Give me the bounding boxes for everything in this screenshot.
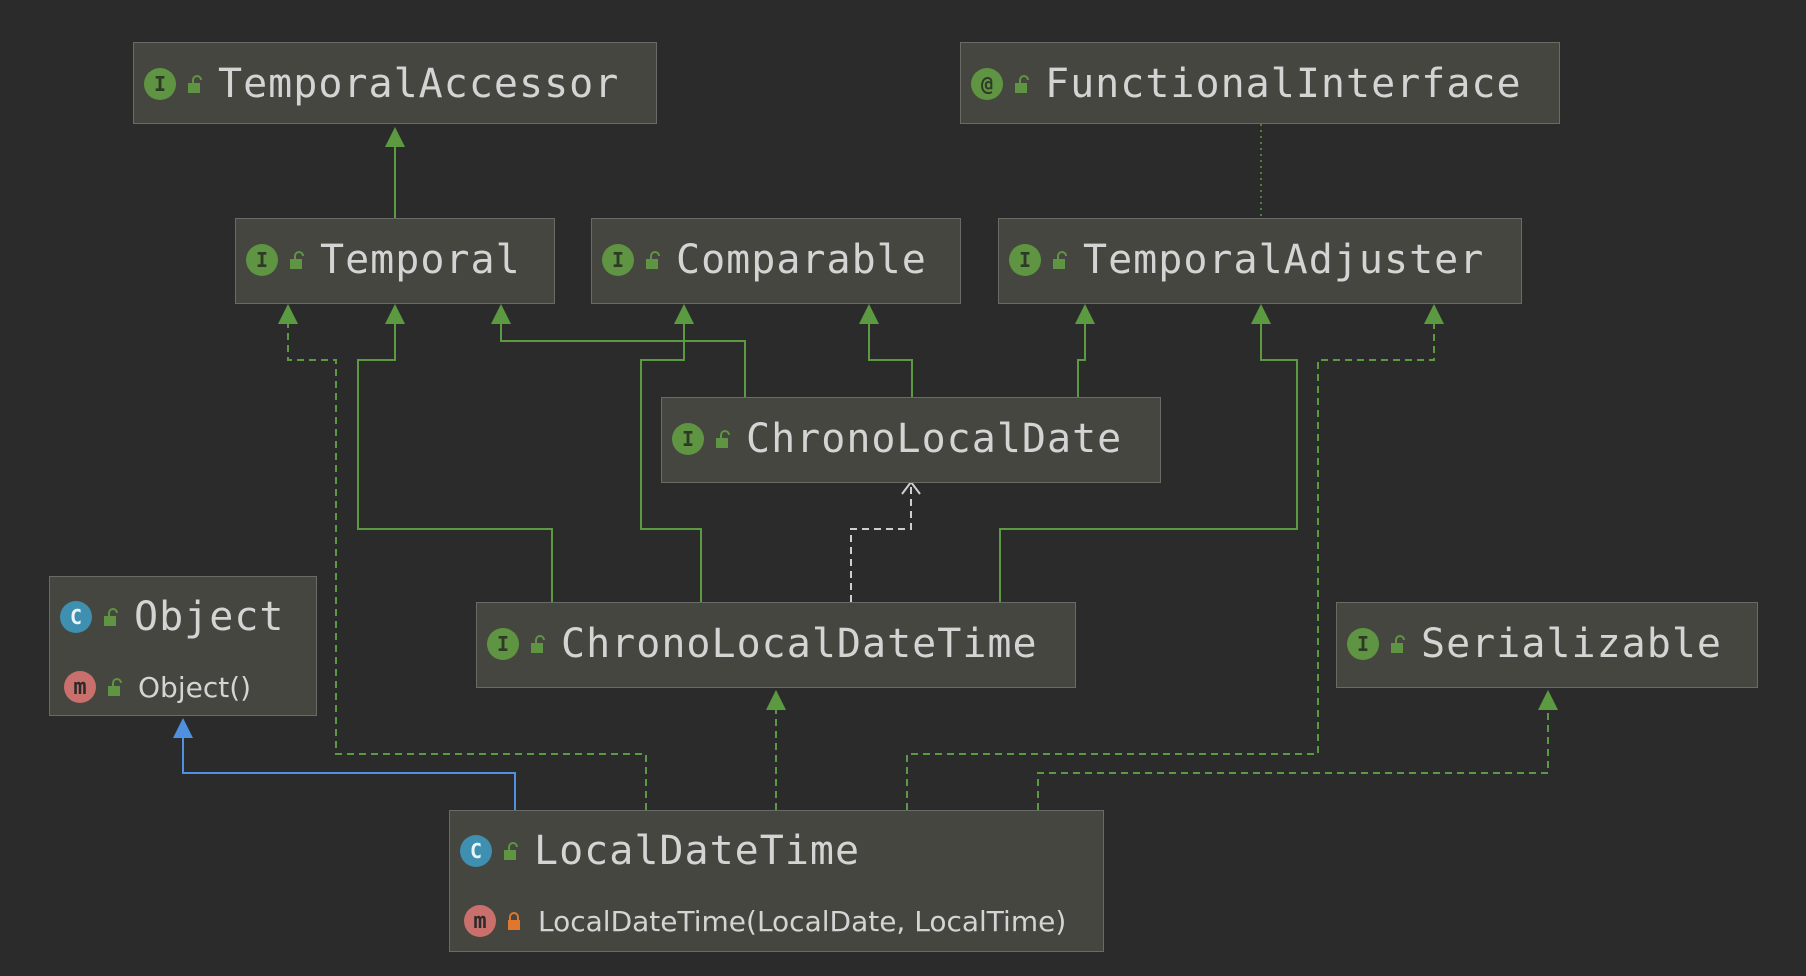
public-unlock-icon xyxy=(531,635,545,653)
public-unlock-icon xyxy=(104,608,118,626)
public-unlock-icon xyxy=(1015,75,1029,93)
node-title: Comparable xyxy=(676,237,927,283)
node-serializable[interactable]: I Serializable xyxy=(1336,602,1758,688)
arrowhead-temporalaccessor xyxy=(385,127,405,147)
public-unlock-icon xyxy=(716,430,730,448)
public-unlock-icon xyxy=(504,842,518,860)
node-functionalinterface[interactable]: @ FunctionalInterface xyxy=(960,42,1560,124)
node-chronolocaldatetime[interactable]: I ChronoLocalDateTime xyxy=(476,602,1076,688)
arrowhead-serializable xyxy=(1538,690,1558,710)
edge-chronolocaldatetime-extends-temporal xyxy=(357,322,553,602)
node-title: TemporalAccessor xyxy=(218,61,620,107)
node-temporalaccessor[interactable]: I TemporalAccessor xyxy=(133,42,657,124)
edge-chronolocaldate-extends-comparable xyxy=(868,322,913,397)
arrowhead-chronolocaldatetime xyxy=(766,690,786,710)
arrowhead-temporal-mid xyxy=(385,304,405,324)
edge-localdatetime-implements-temporal xyxy=(287,322,647,810)
method-name: LocalDateTime(LocalDate, LocalTime) xyxy=(538,904,1067,938)
public-unlock-icon xyxy=(188,75,202,93)
public-unlock-icon xyxy=(646,251,660,269)
node-title: Serializable xyxy=(1421,621,1722,667)
arrowhead-temporal-left xyxy=(278,304,298,324)
edge-chronolocaldate-extends-temporaladjuster xyxy=(1077,322,1086,397)
arrowhead-temporaladjuster-right xyxy=(1424,304,1444,324)
method-icon: m xyxy=(64,671,96,703)
interface-icon: I xyxy=(144,68,176,100)
node-title: ChronoLocalDateTime xyxy=(561,621,1038,667)
public-unlock-icon xyxy=(1053,251,1067,269)
node-localdatetime[interactable]: C LocalDateTime m LocalDateTime(LocalDat… xyxy=(449,810,1104,952)
annotation-icon: @ xyxy=(971,68,1003,100)
arrowheads-generalization xyxy=(278,127,1558,710)
node-title: TemporalAdjuster xyxy=(1083,237,1485,283)
node-object[interactable]: C Object m Object() xyxy=(49,576,317,716)
class-icon: C xyxy=(60,601,92,633)
interface-icon: I xyxy=(602,244,634,276)
public-unlock-icon xyxy=(290,251,304,269)
node-title: Temporal xyxy=(320,237,521,283)
arrowhead-object xyxy=(173,718,193,738)
arrowhead-comparable-right xyxy=(859,304,879,324)
arrowhead-temporaladjuster-mid xyxy=(1251,304,1271,324)
arrowhead-temporal-right xyxy=(491,304,511,324)
method-row[interactable]: m LocalDateTime(LocalDate, LocalTime) xyxy=(450,891,1103,951)
method-row[interactable]: m Object() xyxy=(50,657,316,717)
node-temporal[interactable]: I Temporal xyxy=(235,218,555,304)
arrowhead-temporaladjuster-left xyxy=(1075,304,1095,324)
edge-chronolocaldatetime-extends-comparable xyxy=(640,322,702,602)
node-chronolocaldate[interactable]: I ChronoLocalDate xyxy=(661,397,1161,483)
public-unlock-icon xyxy=(1391,635,1405,653)
class-icon: C xyxy=(460,835,492,867)
edge-chronolocaldatetime-uses-chronolocaldate xyxy=(850,486,912,602)
method-icon: m xyxy=(464,905,496,937)
node-title: LocalDateTime xyxy=(534,828,861,874)
public-unlock-icon xyxy=(108,678,122,696)
interface-icon: I xyxy=(1347,628,1379,660)
node-comparable[interactable]: I Comparable xyxy=(591,218,961,304)
node-temporaladjuster[interactable]: I TemporalAdjuster xyxy=(998,218,1522,304)
edge-chronolocaldate-extends-temporal xyxy=(500,322,746,397)
edge-localdatetime-implements-serializable xyxy=(1037,705,1549,810)
arrowhead-comparable-left xyxy=(674,304,694,324)
edge-localdatetime-implements-temporaladjuster xyxy=(906,322,1435,810)
edge-localdatetime-extends-object xyxy=(182,736,516,810)
interface-icon: I xyxy=(246,244,278,276)
node-title: FunctionalInterface xyxy=(1045,61,1522,107)
interface-icon: I xyxy=(672,423,704,455)
node-title: ChronoLocalDate xyxy=(746,416,1123,462)
interface-icon: I xyxy=(487,628,519,660)
node-title: Object xyxy=(134,594,285,640)
private-lock-icon xyxy=(508,912,520,930)
edge-chronolocaldatetime-extends-temporaladjuster xyxy=(999,322,1298,602)
interface-icon: I xyxy=(1009,244,1041,276)
method-name: Object() xyxy=(138,670,252,704)
